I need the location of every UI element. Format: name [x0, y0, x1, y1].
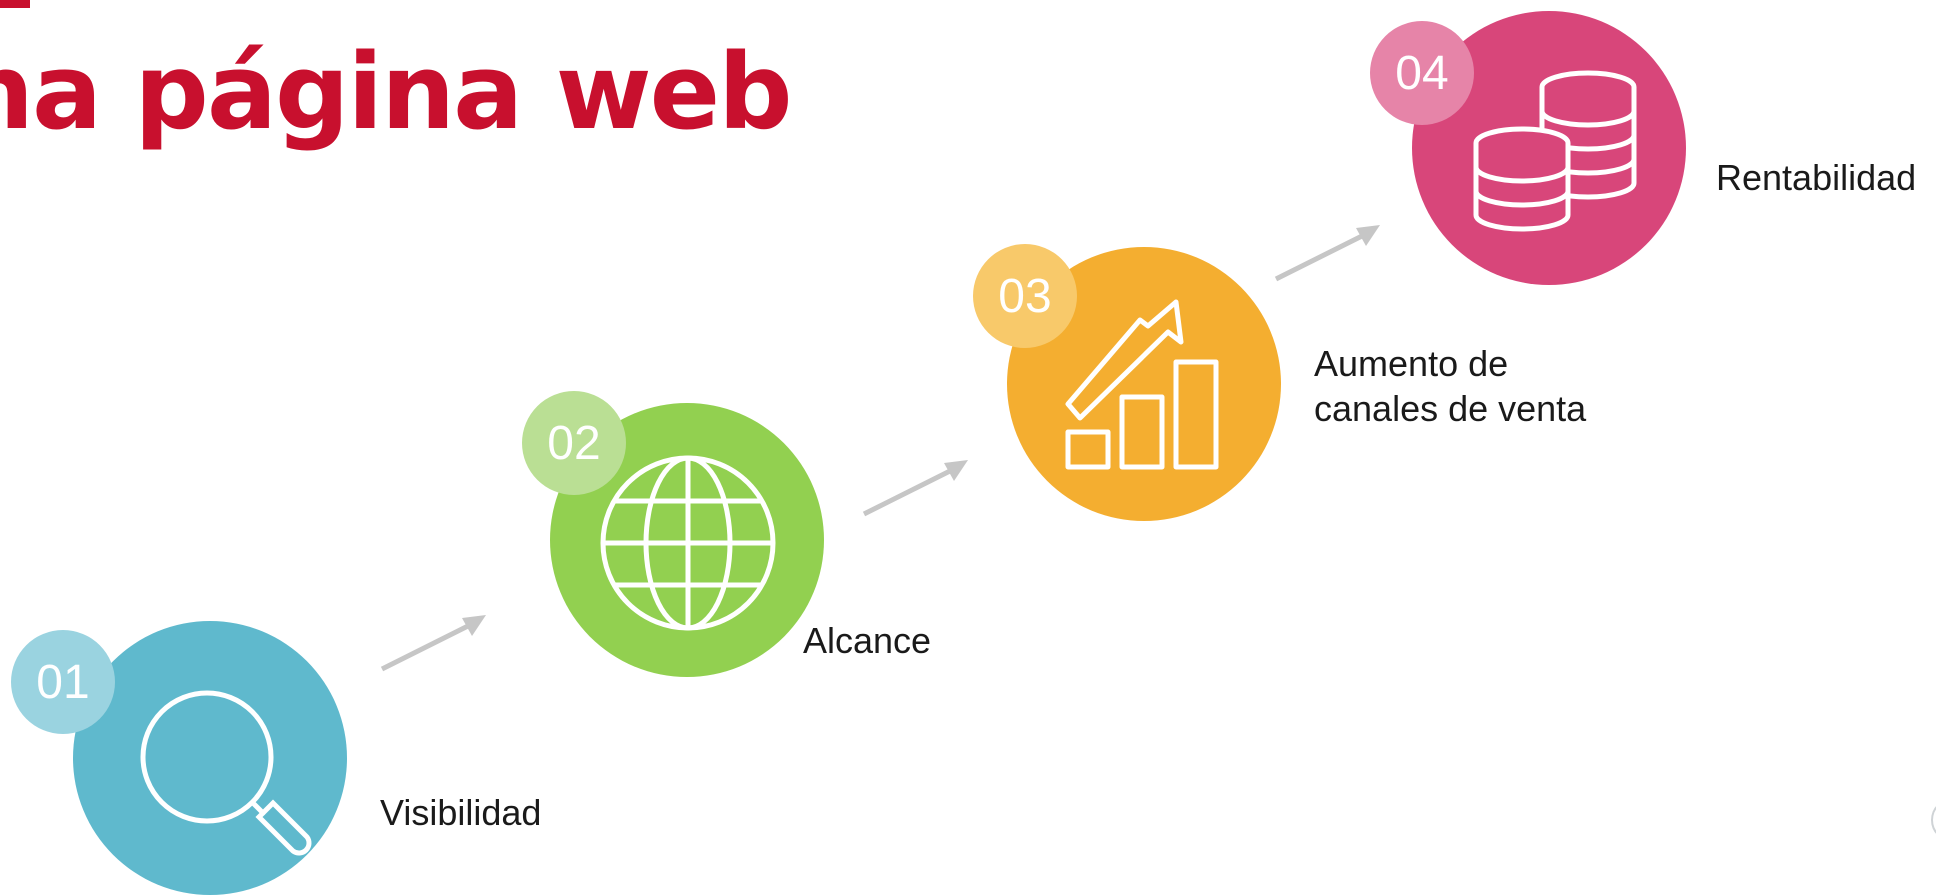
connector-arrow-1	[380, 615, 486, 672]
coins-stack-icon	[1473, 70, 1637, 232]
connector-arrow-3	[1274, 225, 1380, 282]
step-02-badge: 02	[522, 391, 626, 495]
step-01-badge: 01	[11, 630, 115, 734]
edge-decoration-circle	[1931, 798, 1936, 842]
step-04-badge: 04	[1370, 21, 1474, 125]
growth-chart-icon	[1065, 299, 1219, 470]
step-03-label: Aumento de canales de venta	[1314, 341, 1586, 431]
title-accent-bar	[0, 0, 30, 8]
connector-arrow-2	[862, 460, 968, 517]
step-03-badge: 03	[973, 244, 1077, 348]
magnifier-icon	[140, 690, 312, 856]
step-03-label-text: Aumento de canales de venta	[1314, 343, 1587, 429]
page-title: na página web	[0, 31, 793, 153]
step-02-label: Alcance	[803, 620, 932, 661]
step-04-label: Rentabilidad	[1716, 157, 1917, 198]
step-01-circle	[73, 621, 347, 895]
step-01-label: Visibilidad	[380, 792, 542, 833]
globe-icon	[600, 455, 776, 631]
